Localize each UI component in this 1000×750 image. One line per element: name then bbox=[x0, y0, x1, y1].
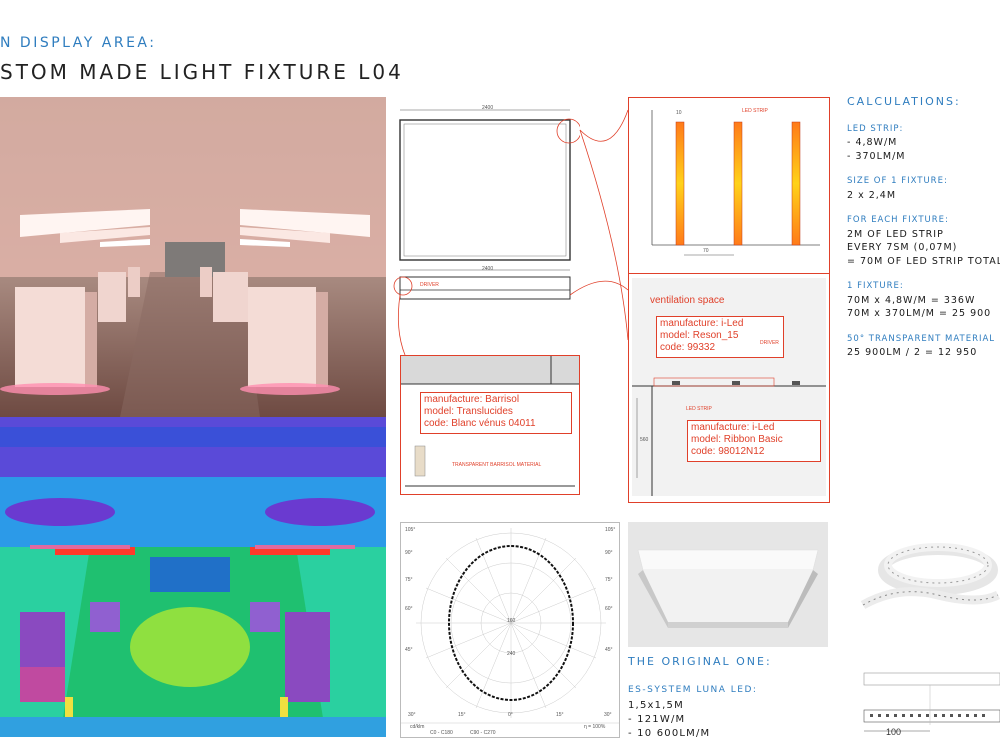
material-heading: 50° TRANSPARENT MATERIAL bbox=[847, 333, 996, 344]
polar-label-30-left: 30° bbox=[408, 712, 416, 718]
original-size: 1,5x1,5M bbox=[628, 700, 684, 711]
fixture-size-heading: SIZE OF 1 FIXTURE: bbox=[847, 176, 948, 186]
one-fixture-heading: 1 FIXTURE: bbox=[847, 281, 904, 291]
original-title: THE ORIGINAL ONE: bbox=[628, 655, 772, 668]
polar-legend-c0: C0 - C180 bbox=[430, 730, 453, 736]
one-fixture-lumens: 70M x 370LM/M = 25 900 bbox=[847, 308, 992, 319]
calculations-panel: CALCULATIONS: LED STRIP: - 4,8W/M - 370L… bbox=[847, 95, 1000, 360]
driver-label: DRIVER bbox=[420, 282, 439, 288]
ventilation-label: ventilation space bbox=[650, 295, 725, 306]
polar-diagram bbox=[400, 522, 620, 738]
polar-label-15-left: 15° bbox=[458, 712, 466, 718]
driver-label-2: DRIVER bbox=[760, 340, 779, 346]
led-strip-label-2: LED STRIP bbox=[686, 406, 712, 412]
original-watts: - 121W/M bbox=[628, 714, 686, 725]
one-fixture-watts: 70M x 4,8W/M = 336W bbox=[847, 294, 976, 306]
dimension-10: 10 bbox=[676, 110, 682, 116]
polar-legend-c90: C90 - C270 bbox=[470, 730, 496, 736]
polar-label-0: 0° bbox=[508, 712, 513, 718]
callout-connectors bbox=[397, 109, 629, 356]
polar-label-45-left: 45° bbox=[405, 647, 413, 653]
section-detail bbox=[632, 278, 826, 496]
led-strip-heading: LED STRIP: bbox=[847, 123, 904, 134]
polar-label-75-left: 75° bbox=[405, 577, 413, 583]
led-strip-label-top: LED STRIP bbox=[742, 108, 768, 114]
original-panel: THE ORIGINAL ONE: ES-SYSTEM LUNA LED: 1,… bbox=[628, 655, 848, 741]
original-fixture-photo bbox=[628, 522, 828, 647]
false-color-render bbox=[0, 417, 386, 737]
polar-label-90-left: 90° bbox=[405, 550, 413, 556]
polar-value-240: 240 bbox=[507, 651, 516, 657]
frame-divider bbox=[628, 273, 830, 274]
led-strip-detail bbox=[630, 100, 826, 272]
ribbon-manufacturer: manufacture: i-Led bbox=[691, 422, 775, 433]
reson-code: code: 99332 bbox=[660, 342, 716, 353]
led-strip-drawing bbox=[862, 665, 1000, 740]
page-title: STOM MADE LIGHT FIXTURE L04 bbox=[0, 60, 404, 84]
each-fixture-heading: FOR EACH FIXTURE: bbox=[847, 215, 949, 225]
dimension-top: 2400 bbox=[482, 105, 494, 111]
polar-label-15-right: 15° bbox=[556, 712, 564, 718]
polar-efficiency: η = 100% bbox=[584, 724, 606, 730]
polar-label-75-right: 75° bbox=[605, 577, 613, 583]
dimension-560: 560 bbox=[640, 437, 649, 443]
reson-manufacturer: manufacture: i-Led bbox=[660, 318, 744, 329]
polar-label-30-right: 30° bbox=[604, 712, 612, 718]
polar-label-60-left: 60° bbox=[405, 606, 413, 612]
each-fixture-line1: 2M OF LED STRIP bbox=[847, 228, 944, 240]
ribbon-spec-box: manufacture: i-Led model: Ribbon Basic c… bbox=[687, 420, 821, 462]
calculations-title: CALCULATIONS: bbox=[847, 95, 961, 108]
barrisol-material-label: TRANSPARENT BARRISOL MATERIAL bbox=[452, 462, 542, 468]
polar-label-45-right: 45° bbox=[605, 647, 613, 653]
each-fixture-line2: EVERY 7SM (0,07M) bbox=[847, 242, 958, 253]
ribbon-model: model: Ribbon Basic bbox=[691, 434, 783, 445]
barrisol-model: model: Translucides bbox=[424, 406, 513, 417]
barrisol-spec-box: manufacture: Barrisol model: Translucide… bbox=[420, 392, 572, 434]
dimension-bottom: 2400 bbox=[482, 266, 494, 272]
ribbon-code: code: 98012N12 bbox=[691, 446, 765, 457]
strip-dimension-100: 100 bbox=[886, 727, 902, 737]
section-heading: N DISPLAY AREA: bbox=[0, 35, 157, 51]
led-strip-lumens: - 370LM/M bbox=[847, 150, 906, 162]
led-reel-photo bbox=[858, 525, 1000, 620]
reson-spec-box: manufacture: i-Led model: Reson_15 code:… bbox=[656, 316, 784, 358]
polar-unit: cd/klm bbox=[410, 724, 425, 730]
fixture-size-value: 2 x 2,4M bbox=[847, 189, 897, 201]
polar-label-90-right: 90° bbox=[605, 550, 613, 556]
dimension-70: 70 bbox=[703, 248, 709, 254]
polar-label-60-right: 60° bbox=[605, 606, 613, 612]
polar-value-160: 160 bbox=[507, 618, 516, 624]
detail-frame-right bbox=[628, 97, 830, 503]
original-model: ES-SYSTEM LUNA LED: bbox=[628, 685, 758, 695]
reson-model: model: Reson_15 bbox=[660, 330, 739, 341]
barrisol-manufacturer: manufacture: Barrisol bbox=[424, 394, 520, 405]
led-strip-watts: - 4,8W/M bbox=[847, 137, 898, 148]
interior-render bbox=[0, 97, 386, 417]
polar-label-105-left: 105° bbox=[405, 527, 416, 533]
original-lumens: - 10 600LM/M bbox=[628, 728, 711, 739]
fixture-plan-drawing bbox=[390, 100, 582, 310]
barrisol-code: code: Blanc vénus 04011 bbox=[424, 418, 536, 429]
each-fixture-line3: = 70M OF LED STRIP TOTAL bbox=[847, 255, 1000, 267]
material-result: 25 900LM / 2 = 12 950 bbox=[847, 347, 978, 358]
polar-label-105-right: 105° bbox=[605, 527, 616, 533]
